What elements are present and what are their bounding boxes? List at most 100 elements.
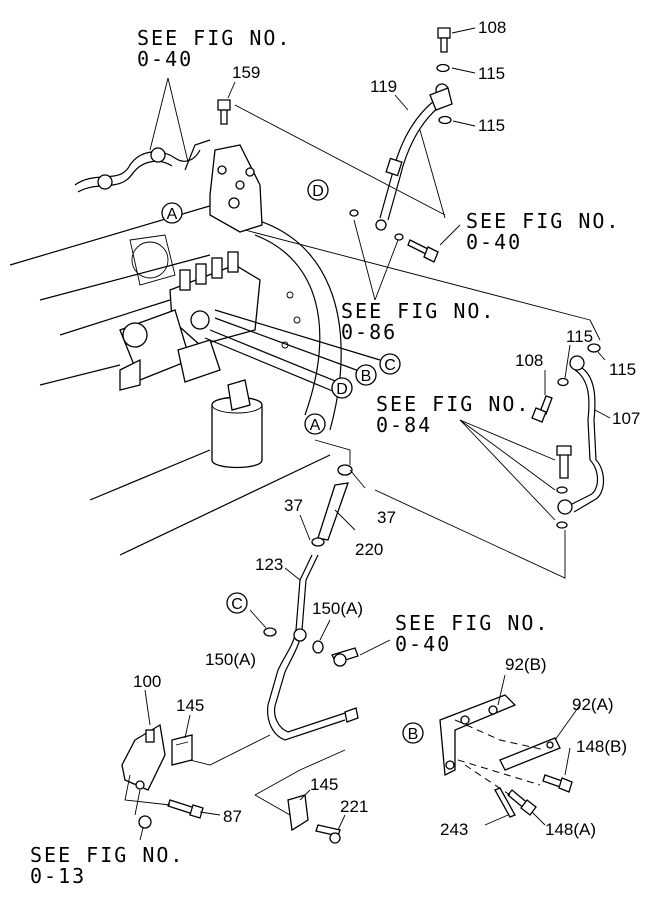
- clip-145-lower: [287, 794, 309, 832]
- leader-line: [134, 789, 141, 816]
- svg-text:B: B: [408, 726, 419, 743]
- pipe-107: [557, 355, 605, 515]
- engine-block: [9, 199, 342, 556]
- marker-c-pump: C: [379, 353, 401, 375]
- bolt-108-top: [437, 27, 451, 53]
- ref-label: SEE FIG NO.: [341, 299, 495, 323]
- svg-text:A: A: [167, 206, 178, 223]
- part-number: 145: [310, 775, 338, 794]
- leader-line: [234, 104, 446, 216]
- bolt-221: [315, 824, 341, 844]
- leader-line: [244, 229, 591, 321]
- washer-107-a: [556, 486, 568, 494]
- washer-150-left: [263, 627, 277, 637]
- bolt-87: [167, 799, 204, 819]
- marker-d-upper: D: [307, 179, 329, 201]
- leader-line: [374, 489, 566, 579]
- marker-b-pump: B: [355, 364, 377, 386]
- injection-pump: [119, 251, 381, 393]
- part-number: 92(B): [505, 655, 547, 674]
- ref-label: SEE FIG NO.: [395, 611, 549, 635]
- washer-150-right: [312, 640, 324, 654]
- ref-number: 0-84: [376, 413, 432, 437]
- part-number: 108: [478, 18, 506, 37]
- filter-housing: [209, 144, 263, 233]
- bracket-92a: [499, 737, 561, 771]
- leader-line: [457, 759, 541, 786]
- part-number: 221: [340, 797, 368, 816]
- part-number: 108: [515, 351, 543, 370]
- part-number: 37: [284, 496, 303, 515]
- part-number: 150(A): [205, 650, 256, 669]
- leader-line: [589, 319, 601, 341]
- svg-text:C: C: [231, 596, 243, 613]
- marker-b-lower: B: [402, 722, 424, 744]
- ref-number: 0-40: [466, 230, 522, 254]
- svg-text:C: C: [384, 357, 396, 374]
- bolt-040-mid: [331, 647, 359, 667]
- bolt-107-lower: [556, 445, 572, 479]
- washer-115-left: [557, 377, 569, 387]
- leader-line: [464, 764, 511, 796]
- bolt-148b: [542, 774, 573, 793]
- nut-013: [138, 815, 152, 829]
- stud-243: [494, 787, 516, 818]
- part-number: 220: [355, 540, 383, 559]
- bolt-040: [407, 239, 439, 263]
- clip-145-upper: [171, 734, 193, 766]
- part-number: 119: [370, 77, 397, 96]
- part-number: 145: [176, 696, 204, 715]
- leader-line: [454, 719, 546, 751]
- washer-107-b: [556, 521, 568, 529]
- leader-line: [189, 734, 271, 766]
- part-number: 148(B): [576, 737, 627, 756]
- oil-filter: [211, 379, 263, 469]
- fuel-return-pipe: [74, 139, 211, 193]
- svg-text:D: D: [336, 381, 348, 398]
- leader-line: [254, 749, 346, 796]
- part-number: 150(A): [312, 599, 363, 618]
- part-number: 115: [478, 116, 505, 135]
- marker-c-lower: C: [226, 592, 248, 614]
- part-number: 92(A): [572, 695, 614, 714]
- svg-text:D: D: [312, 183, 324, 200]
- marker-a-upper: A: [161, 202, 183, 224]
- marker-a-lower: A: [304, 413, 326, 435]
- svg-text:A: A: [310, 417, 321, 434]
- washer-115-right: [587, 343, 601, 353]
- part-number: 148(A): [545, 820, 596, 839]
- ref-label: SEE FIG NO.: [376, 392, 530, 416]
- washer-115-mid: [438, 115, 452, 125]
- hose-220: [311, 464, 353, 547]
- ref-number: 0-13: [30, 864, 86, 888]
- ref-label: SEE FIG NO.: [137, 26, 291, 50]
- pipe-123: [267, 554, 359, 741]
- part-number: 115: [478, 64, 505, 83]
- washer-115-top: [436, 63, 450, 73]
- ref-number: 0-40: [137, 47, 193, 71]
- bracket-100: [121, 723, 166, 791]
- leader-line: [254, 794, 291, 816]
- leader-line: [419, 129, 446, 219]
- part-number: 115: [609, 360, 636, 379]
- part-number: 159: [232, 63, 260, 82]
- part-number: 115: [566, 327, 593, 346]
- part-number: 107: [612, 409, 640, 428]
- marker-d-pump: D: [331, 377, 353, 399]
- part-number: 123: [255, 555, 283, 574]
- leader-line: [314, 439, 351, 465]
- bracket-92b: [439, 694, 517, 777]
- bolt-148a: [507, 789, 537, 816]
- washer-d-1: [349, 209, 359, 217]
- part-number: 100: [133, 672, 161, 691]
- part-number: 37: [377, 508, 396, 527]
- svg-text:B: B: [361, 368, 372, 385]
- bolt-159: [217, 99, 231, 125]
- callout-leaders: [139, 27, 611, 841]
- bolt-108-right: [531, 395, 553, 423]
- ref-label: SEE FIG NO.: [30, 843, 184, 867]
- leader-line: [124, 774, 171, 806]
- part-number: 87: [223, 807, 242, 826]
- ref-number: 0-86: [341, 320, 397, 344]
- hose-119: [375, 83, 453, 231]
